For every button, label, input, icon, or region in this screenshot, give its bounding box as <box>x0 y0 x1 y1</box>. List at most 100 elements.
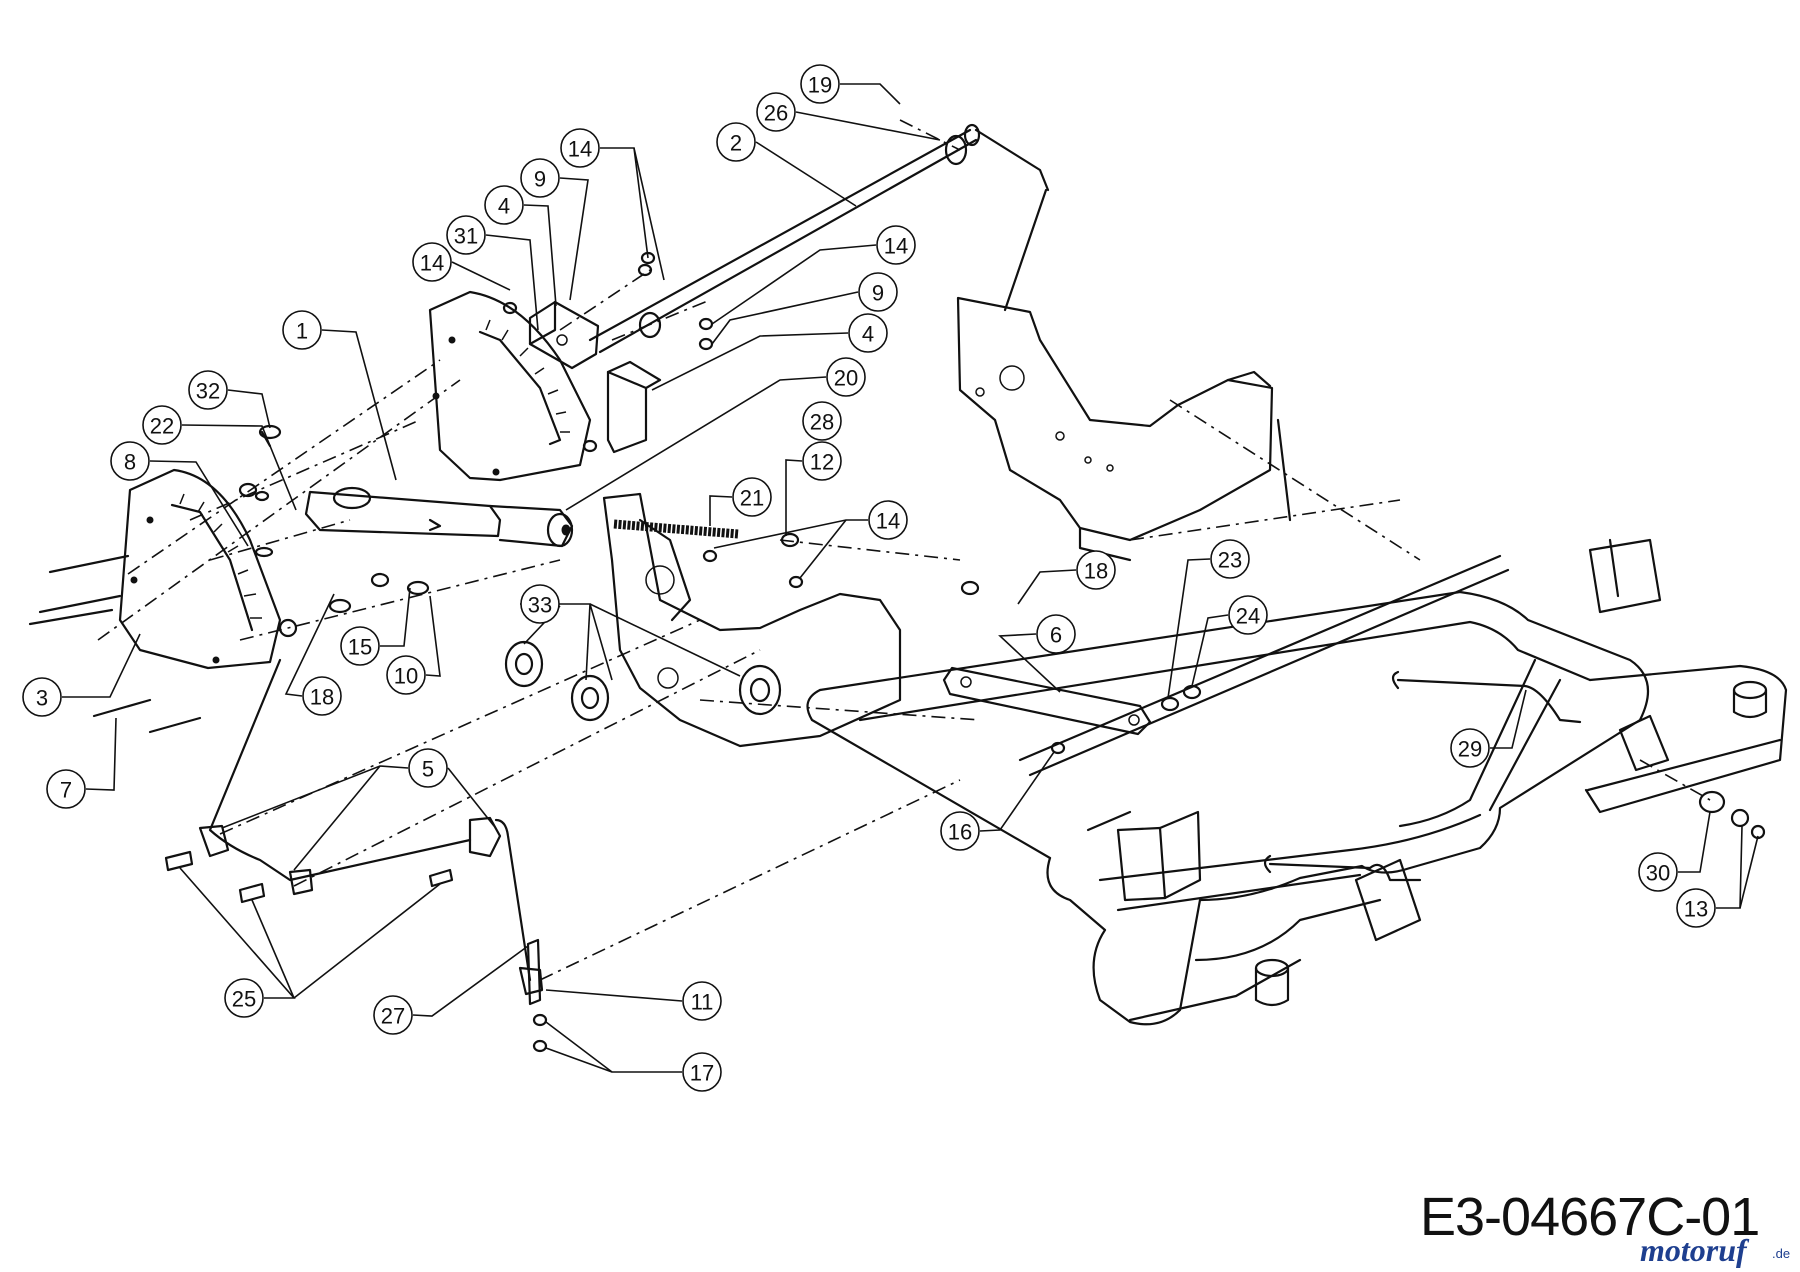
callout-14: 14 <box>412 242 452 282</box>
callout-3: 3 <box>22 677 62 717</box>
callout-number: 20 <box>834 366 858 391</box>
side-plate <box>602 492 902 748</box>
callout-14: 14 <box>868 500 908 540</box>
callout-13: 13 <box>1676 888 1716 928</box>
callout-circle <box>484 185 524 225</box>
callout-circle <box>1676 888 1716 928</box>
callout-7: 7 <box>46 769 86 809</box>
callout-circle <box>386 655 426 695</box>
callout-circle <box>282 310 322 350</box>
callout-circle <box>826 357 866 397</box>
callout-circle <box>446 215 486 255</box>
callout-circle <box>1228 595 1268 635</box>
callout-number: 2 <box>730 131 742 156</box>
callout-30: 30 <box>1638 852 1678 892</box>
callout-circle <box>302 676 342 716</box>
callout-15: 15 <box>340 626 380 666</box>
callout-6: 6 <box>1036 614 1076 654</box>
callout-number: 29 <box>1458 737 1482 762</box>
callout-circle <box>868 500 908 540</box>
callout-circle <box>716 122 756 162</box>
callout-circle <box>802 441 842 481</box>
callout-14: 14 <box>560 128 600 168</box>
callout-number: 14 <box>568 137 592 162</box>
callout-number: 15 <box>348 635 372 660</box>
callout-number: 14 <box>420 251 444 276</box>
callout-number: 33 <box>528 593 552 618</box>
callout-number: 8 <box>124 450 136 475</box>
callout-number: 17 <box>690 1061 714 1086</box>
bolts-25 <box>164 850 454 904</box>
callout-number: 11 <box>691 990 714 1015</box>
callout-18: 18 <box>1076 550 1116 590</box>
lift-lever <box>304 486 574 548</box>
callout-number: 23 <box>1218 548 1242 573</box>
callout-4: 4 <box>848 313 888 353</box>
callout-circle <box>1076 550 1116 590</box>
mount-bracket-lower <box>606 360 662 454</box>
callout-number: 12 <box>810 450 834 475</box>
watermark-tld: .de <box>1772 1246 1791 1261</box>
quadrant-lower <box>118 468 282 670</box>
callout-28: 28 <box>802 401 842 441</box>
callout-number: 22 <box>150 414 174 439</box>
callout-circle <box>110 441 150 481</box>
callout-number: 24 <box>1236 604 1260 629</box>
callout-circle <box>1638 852 1678 892</box>
callout-circle <box>22 677 62 717</box>
quadrant-upper <box>428 290 592 482</box>
chassis-frame <box>806 538 1788 1026</box>
callout-circle <box>1450 728 1490 768</box>
assembly-lines <box>97 119 1711 981</box>
callout-circle <box>940 811 980 851</box>
callout-circle <box>756 92 796 132</box>
link-rod-right <box>1276 418 1292 522</box>
callout-circle <box>858 272 898 312</box>
callout-circle <box>876 225 916 265</box>
callout-circle <box>224 978 264 1018</box>
callout-circle <box>732 477 772 517</box>
callout-circle <box>560 128 600 168</box>
callout-27: 27 <box>373 995 413 1035</box>
callout-5: 5 <box>408 748 448 788</box>
callout-2: 2 <box>716 122 756 162</box>
callout-number: 9 <box>872 281 884 306</box>
callout-number: 16 <box>948 820 972 845</box>
callout-number: 32 <box>196 379 220 404</box>
leader-lines <box>62 83 1759 1073</box>
callout-1: 1 <box>282 310 322 350</box>
callout-number: 31 <box>454 224 478 249</box>
callout-number: 9 <box>534 167 546 192</box>
callout-21: 21 <box>732 477 772 517</box>
callout-number: 21 <box>740 486 764 511</box>
callout-circle <box>520 584 560 624</box>
callout-circle <box>46 769 86 809</box>
callout-number: 4 <box>498 194 510 219</box>
callout-31: 31 <box>446 215 486 255</box>
callout-circle <box>800 64 840 104</box>
pulleys-33 <box>504 640 782 722</box>
callout-23: 23 <box>1210 539 1250 579</box>
callout-number: 3 <box>36 686 48 711</box>
spring-21 <box>613 519 739 539</box>
callout-number: 6 <box>1050 623 1062 648</box>
callout-number: 18 <box>1084 559 1108 584</box>
callout-number: 4 <box>862 322 874 347</box>
callout-number: 28 <box>810 410 834 435</box>
callout-circle <box>520 158 560 198</box>
callout-number: 10 <box>394 664 418 689</box>
callout-25: 25 <box>224 978 264 1018</box>
callout-8: 8 <box>110 441 150 481</box>
callout-circle <box>142 405 182 445</box>
callout-32: 32 <box>188 370 228 410</box>
callout-4: 4 <box>484 185 524 225</box>
callout-22: 22 <box>142 405 182 445</box>
callout-10: 10 <box>386 655 426 695</box>
shaft-2 <box>588 123 1050 354</box>
callout-circle <box>682 981 722 1021</box>
callout-circle <box>373 995 413 1035</box>
callout-number: 5 <box>422 757 434 782</box>
callout-circle <box>340 626 380 666</box>
callout-16: 16 <box>940 811 980 851</box>
